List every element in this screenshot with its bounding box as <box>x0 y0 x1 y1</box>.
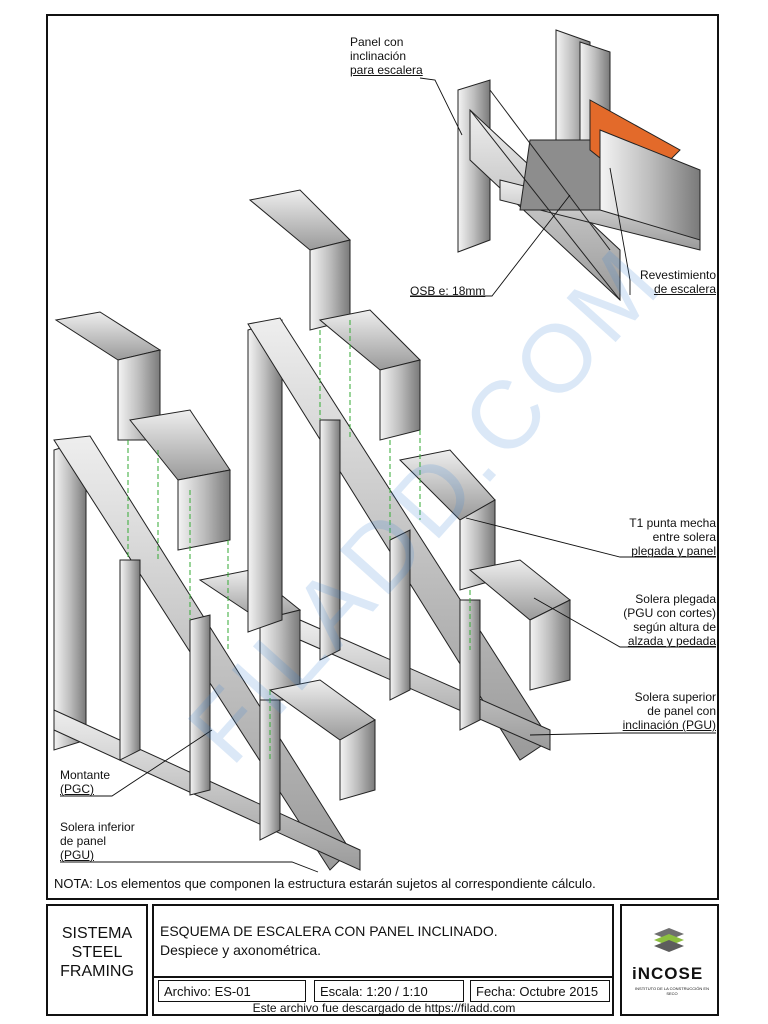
label-panel-inclinacion: Panel con inclinación para escalera <box>350 35 423 77</box>
right-panel <box>247 189 571 761</box>
label-revestimiento: Revestimiento de escalera <box>639 268 716 296</box>
archivo-cell: Archivo: ES-01 <box>158 980 306 1002</box>
note-text: NOTA: Los elementos que componen la estr… <box>54 876 596 891</box>
logo-layers-icon <box>654 928 684 952</box>
system-line: SISTEMA <box>61 925 133 942</box>
small-assembly <box>457 29 701 302</box>
label-t1-punta-mecha: T1 punta mecha entre solera plegada y pa… <box>629 516 716 558</box>
title-block: SISTEMA STEEL FRAMING ESQUEMA DE ESCALER… <box>46 904 719 1016</box>
logo-subtitle: INSTITUTO DE LA CONSTRUCCIÓN EN SECO <box>635 986 709 996</box>
description-box: ESQUEMA DE ESCALERA CON PANEL INCLINADO.… <box>152 904 614 1016</box>
system-line: FRAMING <box>60 963 134 980</box>
system-box: SISTEMA STEEL FRAMING <box>46 904 148 1016</box>
escala-cell: Escala: 1:20 / 1:10 <box>314 980 464 1002</box>
label-montante: Montante (PGC) <box>60 768 111 796</box>
logo-box: iNCOSE INSTITUTO DE LA CONSTRUCCIÓN EN S… <box>620 904 719 1016</box>
system-line: STEEL <box>71 944 123 961</box>
alignment-dashes <box>127 320 471 760</box>
label-solera-plegada: Solera plegada (PGU con cortes) según al… <box>623 592 716 648</box>
download-footer: Este archivo fue descargado de https://f… <box>252 1001 516 1015</box>
drawing-frame <box>46 14 719 900</box>
leader-lines <box>60 77 716 873</box>
label-osb: OSB e: 18mm <box>410 284 486 298</box>
logo-word: iNCOSE <box>632 964 704 983</box>
drawing-title: ESQUEMA DE ESCALERA CON PANEL INCLINADO. <box>160 923 498 939</box>
drawing-subtitle: Despiece y axonométrica. <box>160 942 322 958</box>
fecha-cell: Fecha: Octubre 2015 <box>470 980 610 1002</box>
label-solera-inferior: Solera inferior de panel (PGU) <box>60 820 135 862</box>
label-solera-superior: Solera superior de panel con inclinación… <box>622 690 716 732</box>
